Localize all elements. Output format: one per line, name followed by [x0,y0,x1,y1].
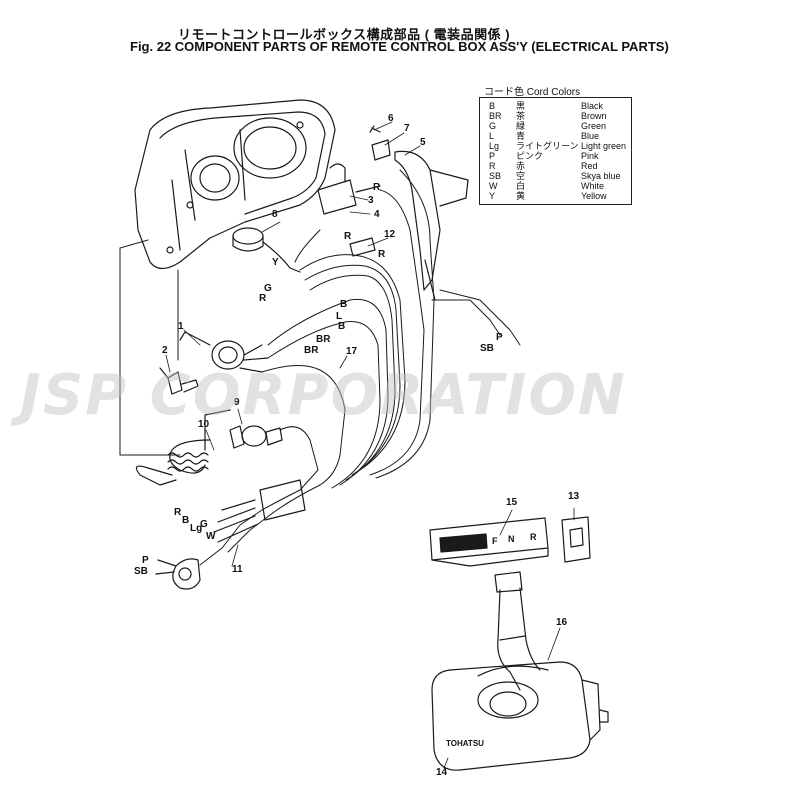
legend-code: R [489,161,496,171]
control-box-body-14 [431,661,609,771]
legend-jp: ライトグリーン [516,141,579,151]
callout-17: 17 [346,346,358,357]
legend-jp: 茶 [516,111,526,121]
wire-label-y: Y [272,257,279,268]
wire-label-r: R [344,231,352,242]
stop-switch-9 [204,409,283,451]
wire-label-p: P [142,555,149,566]
callout-5: 5 [420,137,426,148]
legend-en: Brown [581,111,607,121]
wire-label-r: R [373,182,381,193]
wire-label-sb: SB [480,343,494,354]
legend-jp: 青 [516,131,526,141]
legend-jp: 緑 [516,121,526,131]
indicator-neutral: N [508,534,515,544]
trim-switch-5 [394,150,469,301]
callout-15: 15 [506,497,518,508]
wire-label-b: B [182,515,190,526]
wire-label-br: BR [316,334,331,345]
callout-11: 11 [232,564,243,575]
callout-9: 9 [234,397,240,408]
leader-lines [165,121,575,769]
callout-7: 7 [404,123,410,134]
key-2 [159,367,199,395]
control-box-housing [134,99,336,270]
callout-1: 1 [178,321,184,332]
callout-8: 8 [272,209,278,220]
callout-2: 2 [162,345,168,356]
callout-14: 14 [436,767,448,778]
wire-label-lg: Lg [190,523,203,534]
callout-3: 3 [368,195,374,206]
legend-code: L [489,131,495,141]
legend-en: Yellow [581,191,607,201]
wire-label-r: R [259,293,267,304]
legend-en: Red [581,161,598,171]
connector-12 [349,237,376,257]
callout-13: 13 [568,491,580,502]
legend-jp: 赤 [516,161,526,171]
callout-10: 10 [198,419,210,430]
legend-code: G [489,121,497,131]
legend-jp: 黒 [516,101,526,111]
wire-label-r: R [174,507,182,518]
legend-code: SB [489,171,502,181]
legend-en: Light green [581,141,627,151]
control-lever-16 [494,571,541,691]
wire-bundle [199,169,521,566]
legend-jp: 黄 [516,191,526,201]
legend-code: B [489,101,496,111]
callout-16: 16 [556,617,568,628]
buzzer-3 [317,163,381,215]
harness-11 [155,479,306,590]
callout-12: 12 [384,229,396,240]
legend-en: Blue [581,131,600,141]
legend-title: コード色 Cord Colors [484,87,581,98]
cord-color-legend: B 黒 Black BR 茶 Brown G 緑 Green L 青 Blue … [479,97,632,205]
wire-label-l: L [336,311,343,322]
watermark: JSP CORPORATION [20,363,627,428]
wire-label-br: BR [304,345,319,356]
ignition-switch-1 [179,331,269,373]
legend-en: White [581,181,605,191]
callout-6: 6 [388,113,394,124]
legend-code: Lg [489,141,500,151]
figure-title-japanese: リモートコントロールボックス構成部品 ( 電装品関係 ) [178,27,511,42]
legend-code: P [489,151,496,161]
brand-label: TOHATSU [446,739,484,748]
part-7-clamp [371,139,391,161]
legend-jp: ピンク [516,151,544,161]
legend-code: Y [489,191,496,201]
indicator-reverse: R [530,532,537,542]
lanyard-cord-10 [135,439,211,486]
figure-title-english: Fig. 22 COMPONENT PARTS OF REMOTE CONTRO… [130,39,669,54]
wire-label-g: G [200,519,208,530]
wire-label-g: G [264,283,272,294]
legend-jp: 白 [516,181,526,191]
switch-cover-13 [561,516,591,563]
part-6-screw [369,125,381,133]
wire-label-b: B [338,321,346,332]
legend-en: Pink [581,151,599,161]
wire-label-p: P [496,332,503,343]
indicator-panel-15 [429,517,549,567]
main-switch-8 [232,227,301,273]
legend-en: Black [581,101,604,111]
legend-en: Skya blue [581,171,621,181]
legend-jp: 空 [516,171,526,181]
legend-code: BR [489,111,502,121]
callout-4: 4 [374,209,380,220]
legend-en: Green [581,121,607,131]
wire-label-w: W [206,531,216,542]
wire-label-r: R [378,249,386,260]
legend-code: W [489,181,498,191]
wire-label-b: B [340,299,348,310]
indicator-forward: F [492,536,498,546]
wire-label-sb: SB [134,566,148,577]
